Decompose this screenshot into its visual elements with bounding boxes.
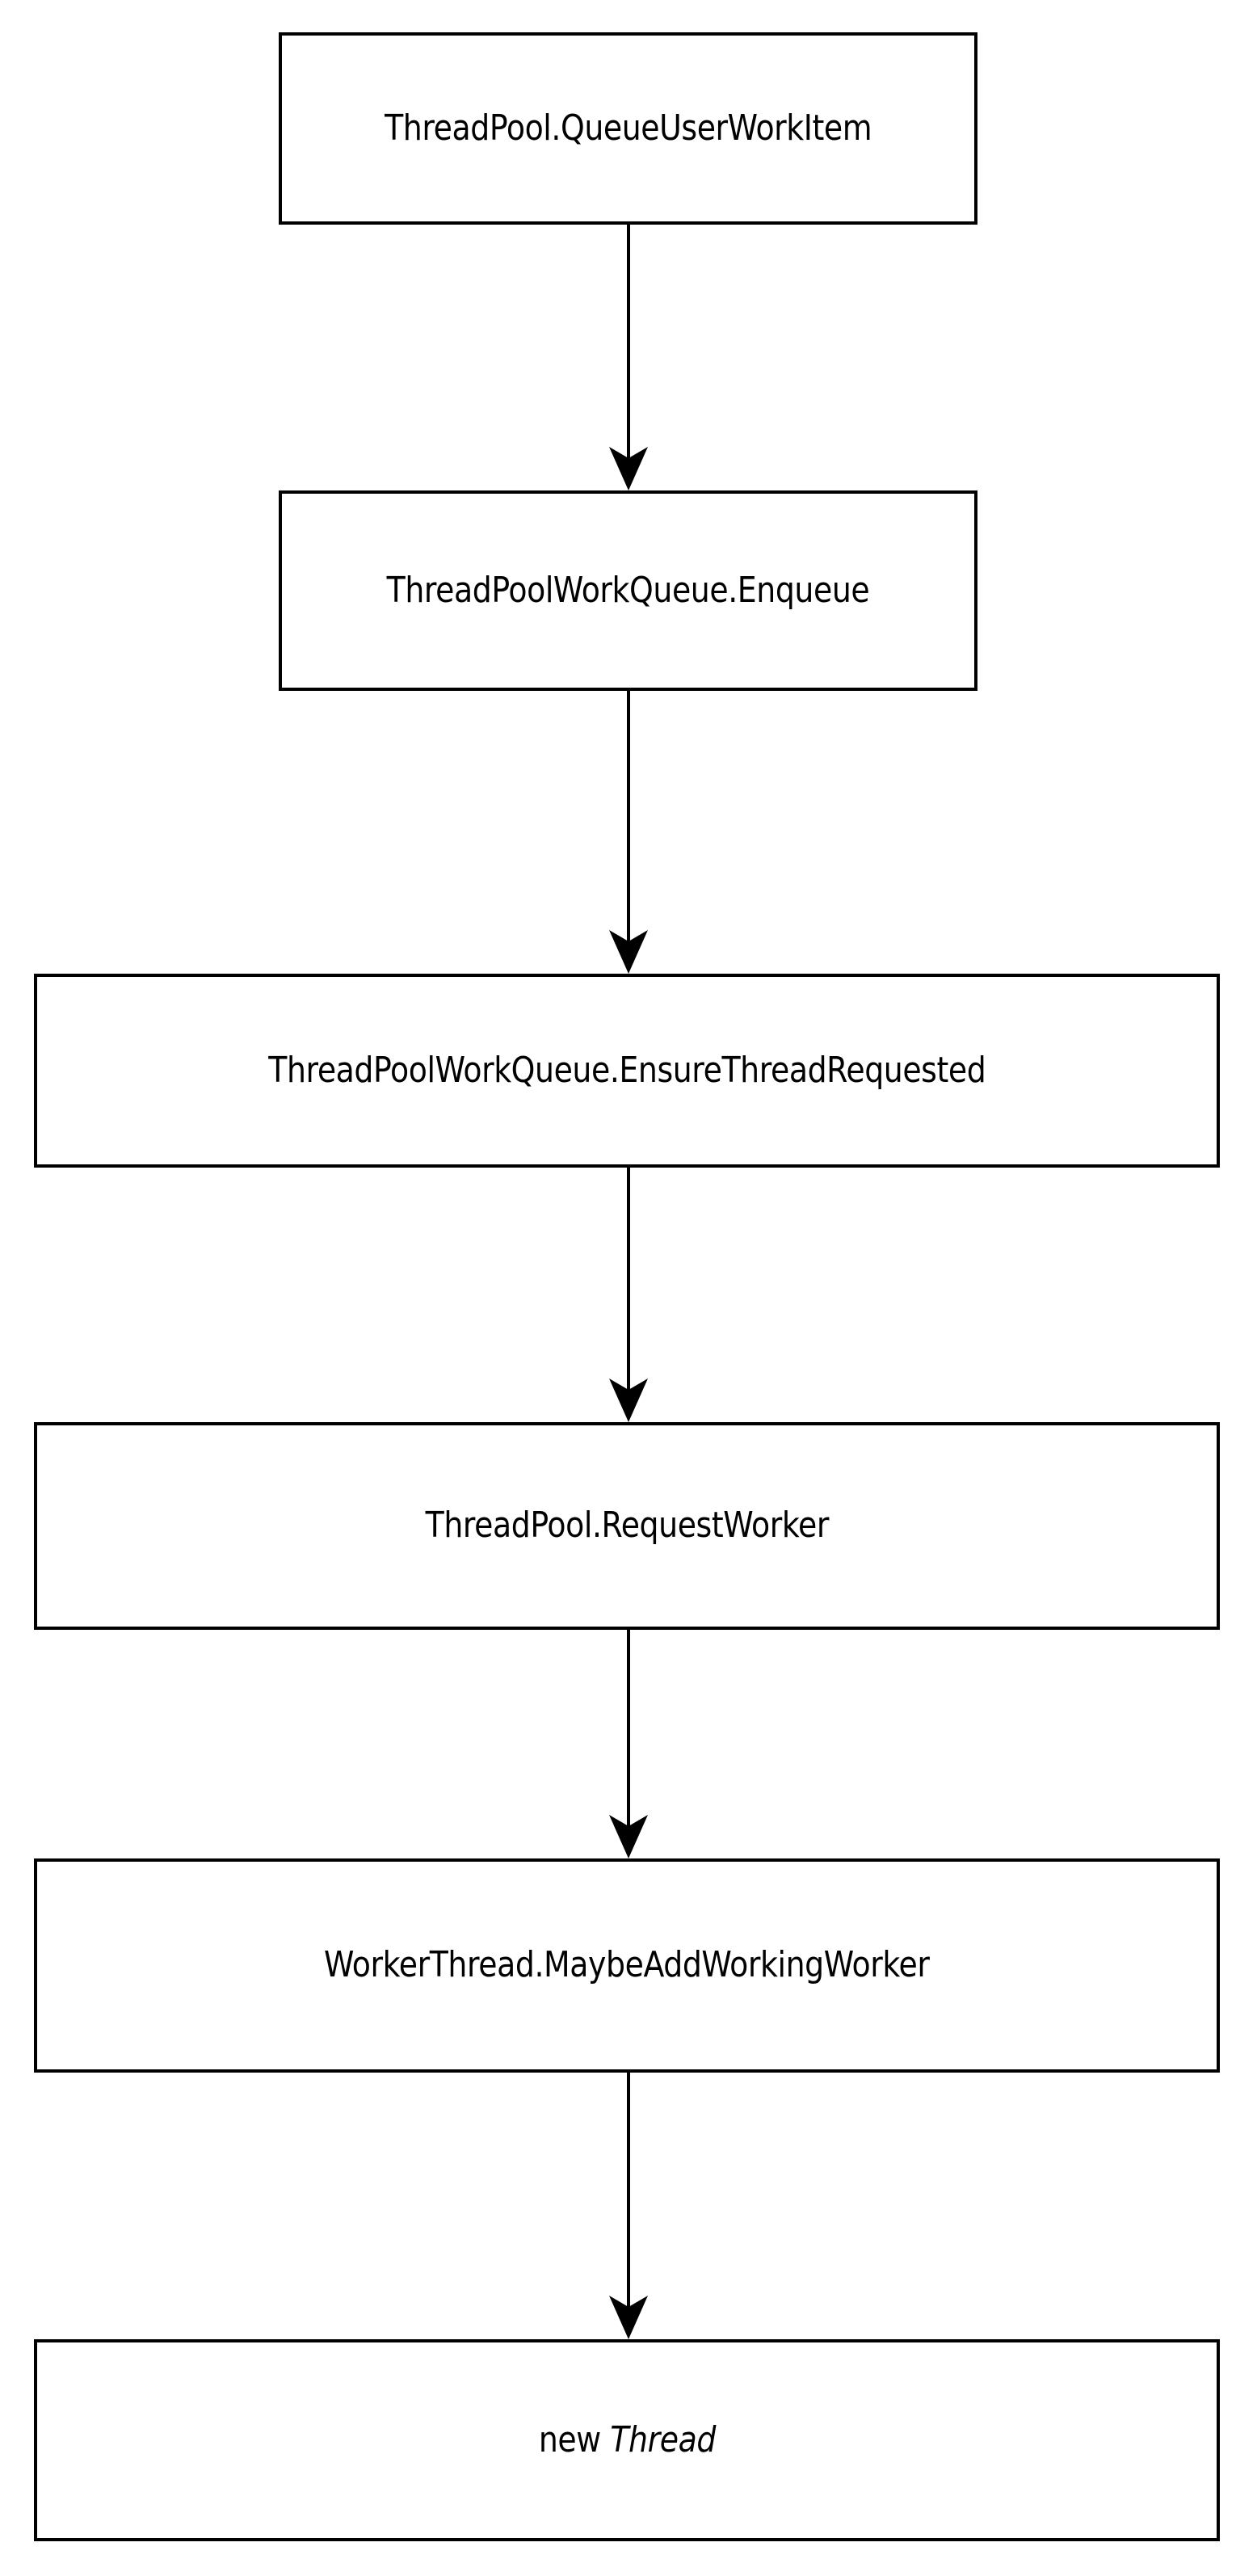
edge-ensure-thread-requested-to-request-worker [609,1168,648,1422]
flow-node-ensure-thread-requested[interactable]: ThreadPoolWorkQueue.EnsureThreadRequeste… [34,974,1220,1168]
flow-node-label-keyword: new [538,2418,610,2460]
flow-node-new-thread[interactable]: new Thread [34,2339,1220,2541]
edge-work-queue-enqueue-to-ensure-thread-requested [609,691,648,974]
flow-node-label-type: Thread [609,2418,716,2460]
flow-node-request-worker[interactable]: ThreadPool.RequestWorker [34,1422,1220,1630]
edge-request-worker-to-maybe-add-working-worker [609,1630,648,1858]
flow-node-label: WorkerThread.MaybeAddWorkingWorker [324,1944,930,1986]
flow-node-label: ThreadPoolWorkQueue.Enqueue [386,569,870,611]
flow-node-label: new Thread [538,2418,716,2460]
edge-queue-user-work-item-to-work-queue-enqueue [609,225,648,490]
edge-maybe-add-working-worker-to-new-thread [609,2073,648,2339]
flow-node-label: ThreadPool.QueueUserWorkItem [384,107,872,149]
flow-node-label: ThreadPoolWorkQueue.EnsureThreadRequeste… [267,1049,986,1091]
flow-node-work-queue-enqueue[interactable]: ThreadPoolWorkQueue.Enqueue [279,490,977,691]
flow-node-label: ThreadPool.RequestWorker [425,1505,829,1547]
flow-node-queue-user-work-item[interactable]: ThreadPool.QueueUserWorkItem [279,32,977,225]
flow-node-maybe-add-working-worker[interactable]: WorkerThread.MaybeAddWorkingWorker [34,1858,1220,2073]
